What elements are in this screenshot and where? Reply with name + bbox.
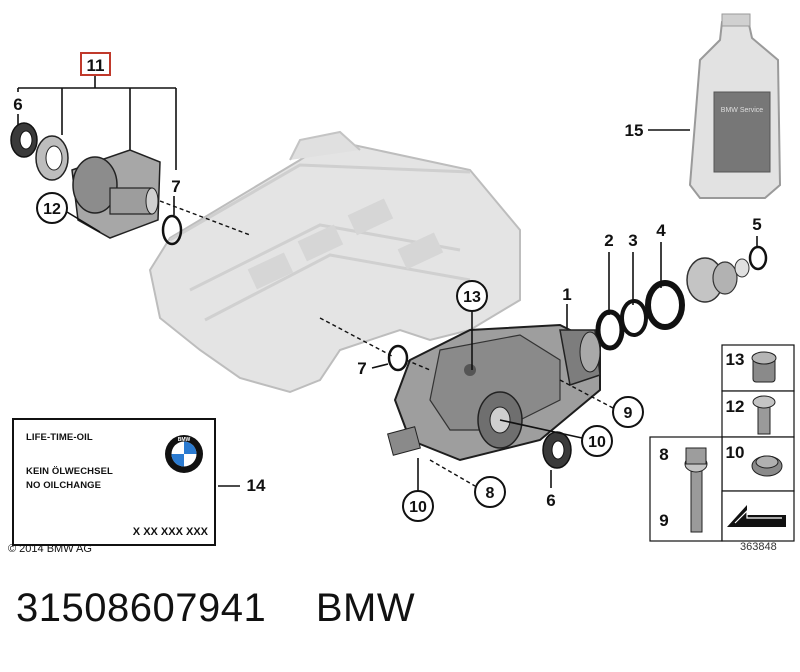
callout-4: 4 (656, 221, 666, 240)
part-number: 31508607941 (16, 586, 267, 630)
label-code: X XX XXX XXX (132, 526, 208, 538)
logo-lettering: BMW (178, 437, 191, 443)
label-line-3: NO OILCHANGE (26, 480, 102, 491)
engine-oil-pan-illustration (148, 130, 521, 394)
callout-circle-10-right (581, 425, 613, 457)
shim-2 (595, 309, 625, 351)
bolt-8-9-icon (690, 469, 703, 533)
label-line-2: KEIN ÖLWECHSEL (26, 466, 113, 477)
oil-bottle-15: BMW Service 15 (625, 13, 782, 199)
legend-13: 13 (726, 350, 745, 369)
callout-5: 5 (752, 215, 761, 234)
callout-12: 12 (43, 201, 61, 218)
callout-3: 3 (628, 231, 637, 250)
callout-8: 8 (486, 485, 495, 502)
life-time-oil-label-14: LIFE-TIME-OIL KEIN ÖLWECHSEL NO OILCHANG… (12, 418, 216, 546)
o-ring-7-top (161, 214, 183, 246)
fastener-legend: 13 12 10 8 9 (649, 344, 795, 542)
callout-6-bottom: 6 (546, 491, 555, 510)
callout-circle-12 (36, 192, 68, 224)
ring-5 (748, 245, 768, 271)
callout-10-left: 10 (409, 499, 427, 516)
callout-7-middle: 7 (357, 359, 366, 378)
callout-11: 11 (87, 56, 105, 75)
legend-10: 10 (726, 443, 745, 462)
shim-rings-group: 2 3 4 5 (595, 215, 768, 351)
parts-diagram: 11 6 7 12 BMW Service 15 2 3 (10, 13, 795, 542)
callout-2: 2 (604, 231, 613, 250)
o-ring-7-middle (387, 344, 409, 372)
legend-8: 8 (659, 445, 668, 464)
part-caption: 31508607941 BMW (16, 586, 415, 631)
callout-circle-8 (474, 476, 506, 508)
callout-13: 13 (463, 289, 481, 306)
callout-9: 9 (624, 405, 633, 422)
callout-7-top: 7 (171, 177, 180, 196)
direction-arrow-icon (727, 505, 786, 527)
callout-15: 15 (625, 121, 644, 140)
legend-12: 12 (726, 397, 745, 416)
legend-9: 9 (659, 511, 668, 530)
label-line-1: LIFE-TIME-OIL (26, 432, 93, 443)
copyright: © 2014 BMW AG (8, 543, 92, 555)
callout-11-group: 11 6 7 12 (10, 52, 251, 246)
callout-10-right: 10 (588, 434, 606, 451)
callout-circle-9 (612, 396, 644, 428)
bmw-logo-icon: BMW (165, 435, 203, 473)
callout-6-top: 6 (13, 95, 22, 114)
callout-11-highlight-box (80, 52, 111, 76)
brand-name: BMW (315, 586, 416, 630)
front-axle-differential: 1 (387, 285, 601, 462)
oil-bottle-label: BMW Service (721, 107, 764, 114)
diagram-reference-number: 363848 (740, 541, 777, 553)
callout-14: 14 (247, 476, 266, 495)
shim-4 (645, 280, 685, 330)
callout-1: 1 (562, 285, 571, 304)
shim-3 (620, 299, 648, 337)
